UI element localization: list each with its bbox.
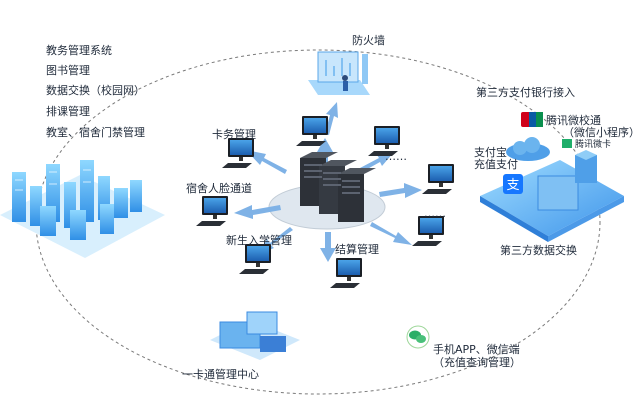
system-scheduling: 排课管理 [46, 105, 90, 118]
label-third-party-data: 第三方数据交换 [500, 244, 577, 257]
arrows [234, 102, 422, 262]
label-tencent-card: 腾讯微卡 [575, 140, 612, 150]
arrow-to-right-mid [379, 183, 422, 198]
campus-city-illustration [0, 160, 165, 258]
arrow-to-dorm-face [234, 205, 281, 219]
label-tencent-line1: 腾讯微校通 [546, 114, 601, 127]
arrow-to-right-bottom [370, 222, 412, 245]
label-dots-1: …… [385, 150, 407, 163]
label-third-party-bank: 第三方支付银行接入 [476, 86, 575, 99]
label-dots-2: …… [424, 207, 446, 220]
arrow-to-firewall [325, 102, 338, 135]
label-settlement: 结算管理 [335, 243, 379, 256]
system-data-exchange: 数据交换（校园网） [46, 84, 145, 97]
system-teaching-affairs: 教务管理系统 [46, 44, 112, 57]
wechat-icon [406, 325, 430, 349]
label-freshman: 新生入学管理 [226, 234, 292, 247]
label-tencent-line2: （微信小程序） [563, 126, 640, 139]
unionpay-icon [521, 112, 543, 127]
server-cluster [300, 152, 376, 222]
management-center-illustration [210, 311, 300, 360]
arrow-to-right-top [360, 152, 394, 172]
label-card-mgmt: 卡务管理 [212, 128, 256, 141]
label-dorm-face: 宿舍人脸通道 [186, 182, 252, 195]
alipay-icon: 支 [503, 174, 523, 194]
system-library: 图书管理 [46, 64, 90, 77]
arrow-to-card-mgmt [246, 150, 287, 174]
label-alipay-line1: 支付宝 [474, 146, 507, 159]
firewall-illustration [308, 51, 370, 95]
system-access-control: 教室、宿舍门禁管理 [46, 126, 145, 139]
label-alipay-line2: 充值支付 [474, 158, 518, 171]
workstations [196, 116, 454, 288]
label-mobile-line1: 手机APP、微信端 [433, 343, 520, 356]
network-ring [35, 49, 601, 395]
label-management-center: 一卡通管理中心 [182, 368, 259, 381]
third-party-platform: 支 [480, 112, 624, 242]
svg-text:支: 支 [506, 178, 519, 193]
label-mobile-line2: （充值查询管理） [433, 356, 521, 369]
arrow-to-settlement [320, 232, 336, 262]
label-firewall: 防火墙 [352, 34, 385, 47]
tencent-card-icon [562, 139, 572, 148]
